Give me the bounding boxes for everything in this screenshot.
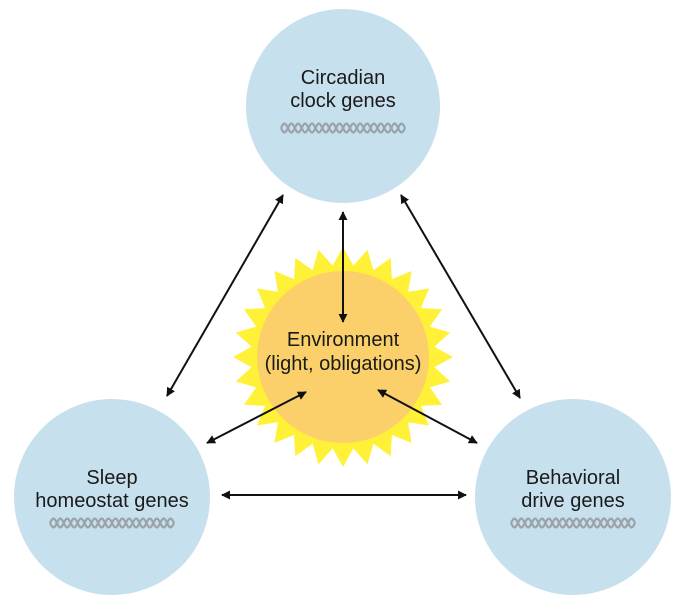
arrow-behavioral-environment (377, 389, 478, 444)
circadian-label-line2: clock genes (290, 90, 396, 112)
sleep-label-line2: homeostat genes (35, 490, 188, 512)
dna-helix-icon (510, 517, 636, 529)
dna-helix-icon (49, 517, 175, 529)
dna-helix-icon (280, 122, 406, 134)
dna-strand (49, 517, 175, 529)
circadian-node (246, 9, 440, 203)
arrows (166, 194, 521, 500)
behavioral-label-line1: Behavioral (526, 467, 621, 489)
dna-strand (280, 122, 406, 134)
sleep-homeostat-node (14, 399, 210, 595)
behavioral-label-line2: drive genes (521, 490, 624, 512)
circadian-label-line1: Circadian (301, 67, 385, 89)
environment-label-line1: Environment (287, 329, 400, 351)
dna-strand (510, 517, 636, 529)
sleep-label-line1: Sleep (86, 467, 137, 489)
arrow-circadian-sleep (166, 194, 284, 397)
arrow-circadian-behavioral (400, 194, 521, 399)
arrow-sleep-environment (206, 391, 307, 444)
behavioral-drive-node (475, 399, 671, 595)
environment-label-line2: (light, obligations) (265, 353, 422, 375)
